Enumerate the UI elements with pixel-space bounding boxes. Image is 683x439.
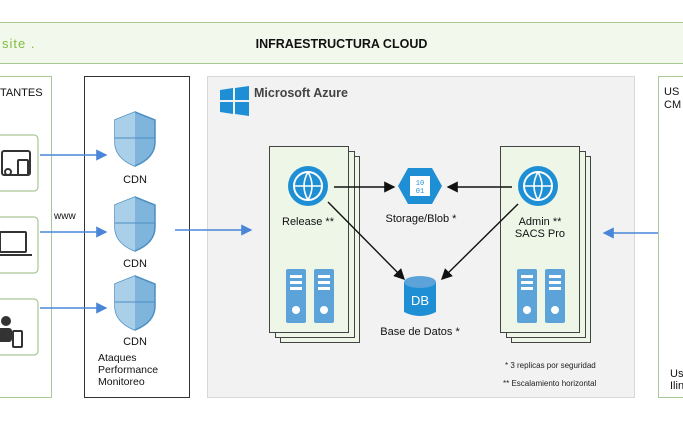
cdn-feature: Monitoreo [98,376,145,388]
www-label: www [54,211,76,222]
users-panel-title: US CM [664,86,681,112]
admin-label: Admin ** SACS Pro [498,216,582,240]
header-bar [0,22,683,64]
diagram-title: INFRAESTRUCTURA CLOUD [255,37,428,51]
users-panel-title-line1: US [664,86,680,98]
release-server-card [269,146,349,333]
scaling-note: ** Escalamiento horizontal [503,379,597,388]
users-panel-footer: Us Ilin [670,368,683,392]
admin-label-line1: Admin ** [518,216,562,228]
cdn-label: CDN [123,174,147,186]
cdn-feature: Performance [98,364,159,376]
users-panel-footer-line1: Us [670,368,683,380]
visitors-panel-title: TANTES [0,87,43,99]
storage-label: Storage/Blob * [385,213,457,225]
cdn-label: CDN [123,258,147,270]
cdn-label: CDN [123,336,147,348]
cdn-panel [84,76,190,398]
replicas-note: * 3 replicas por seguridad [505,361,596,370]
admin-label-line2: SACS Pro [514,228,566,240]
release-label: Release ** [282,216,334,228]
cdn-feature: Ataques [98,352,137,364]
users-panel-title-line2: CM [664,99,682,111]
database-label: Base de Datos * [380,326,460,338]
users-panel-footer-line2: Ilin [670,380,683,392]
logo-text: site . [2,36,36,51]
visitors-panel [0,76,52,398]
cdn-features: Ataques Performance Monitoreo [98,352,158,388]
users-panel [658,76,683,398]
azure-title: Microsoft Azure [254,86,348,100]
